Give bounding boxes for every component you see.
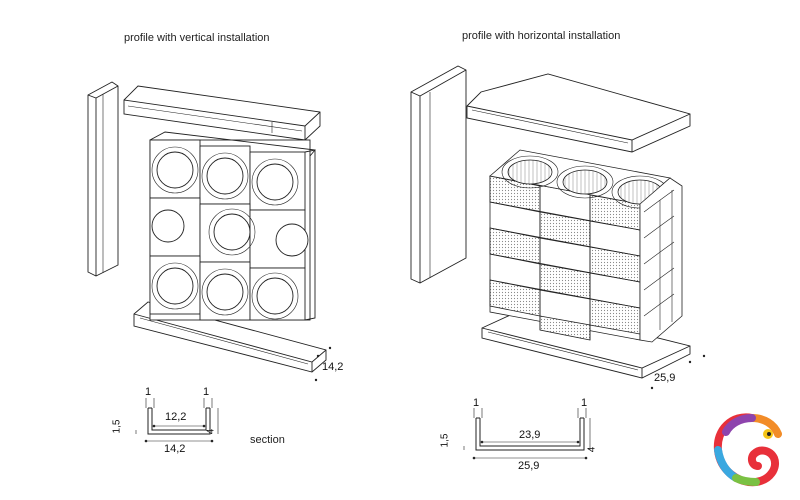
hs-outer-width: 25,9 xyxy=(518,460,540,472)
vs-height: 4 xyxy=(205,428,217,435)
vertical-top-profile xyxy=(123,85,321,141)
hs-height: 4 xyxy=(586,446,598,453)
chameleon-logo-icon xyxy=(713,413,782,487)
hs-wall: 1,5 xyxy=(439,433,451,448)
vertical-callout-marks xyxy=(314,346,332,382)
hs-flange-left: 1 xyxy=(473,397,480,409)
vertical-side-profile xyxy=(87,81,119,277)
vs-inner-width: 12,2 xyxy=(165,411,187,423)
horizontal-heading: profile with horizontal installation xyxy=(462,30,621,42)
vertical-section-profile xyxy=(147,407,211,435)
horizontal-side-profile xyxy=(410,65,467,284)
vs-flange-left: 1 xyxy=(145,386,152,398)
vertical-block-grid xyxy=(149,131,316,321)
vs-outer-width: 14,2 xyxy=(164,443,186,455)
vertical-section-dimensions xyxy=(135,398,219,443)
horizontal-callout-marks xyxy=(650,354,706,390)
horizontal-width-callout: 25,9 xyxy=(654,372,676,384)
hs-flange-right: 1 xyxy=(581,397,588,409)
horizontal-section-profile xyxy=(475,417,585,451)
vertical-heading: profile with vertical installation xyxy=(124,32,270,44)
vs-flange-right: 1 xyxy=(203,386,210,398)
hs-inner-width: 23,9 xyxy=(519,429,541,441)
section-caption: section xyxy=(250,434,285,446)
horizontal-block-stack xyxy=(489,149,683,343)
vs-wall: 1,5 xyxy=(111,419,123,434)
vertical-width-callout: 14,2 xyxy=(322,361,344,373)
horizontal-section-dimensions xyxy=(463,408,591,460)
horizontal-top-profile xyxy=(466,73,691,153)
